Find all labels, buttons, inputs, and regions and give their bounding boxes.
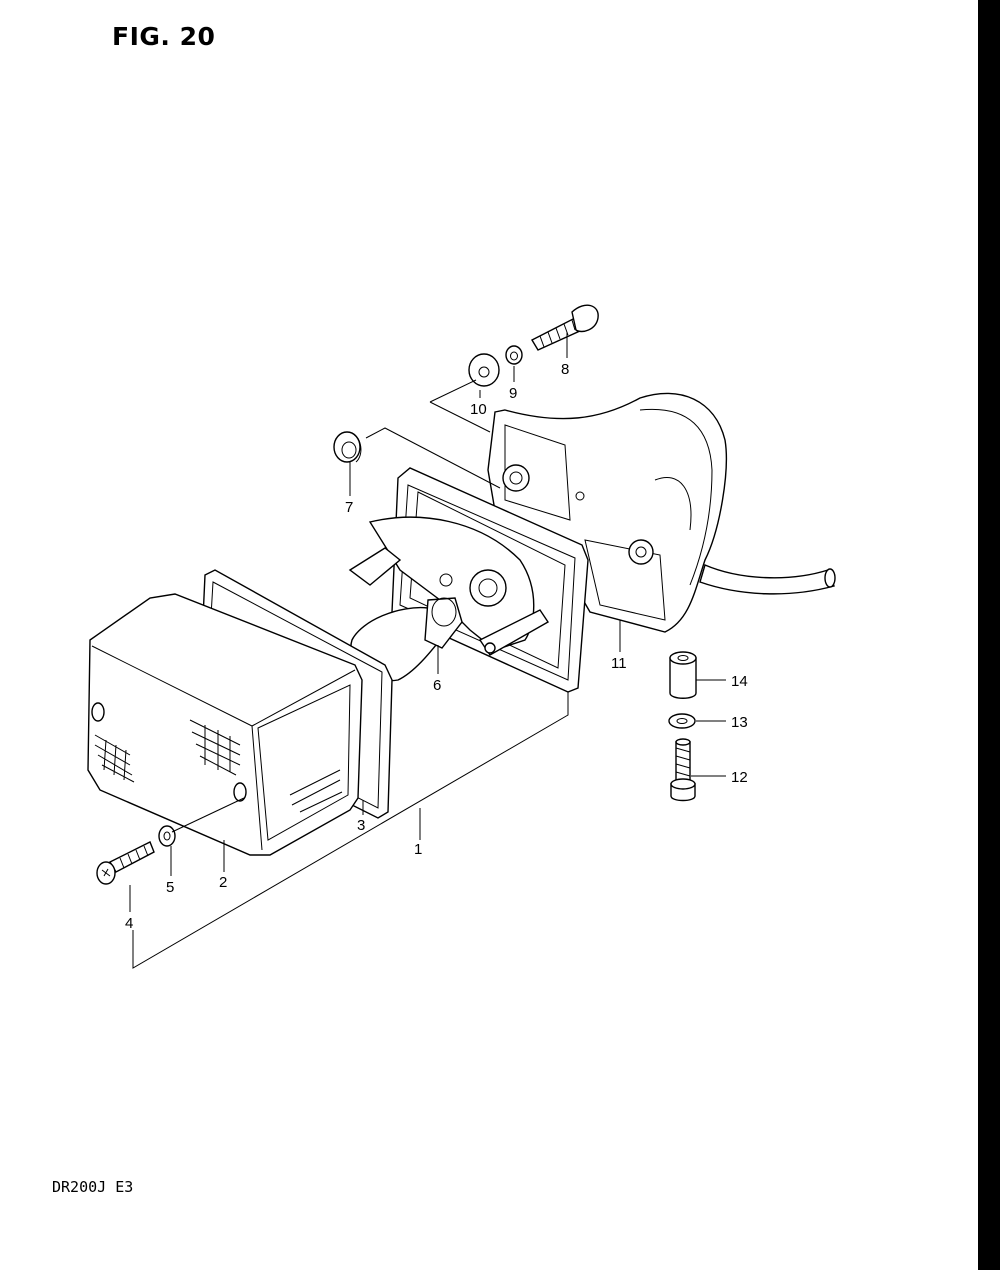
callout-8: 8	[561, 361, 569, 378]
model-code: DR200J E3	[52, 1178, 134, 1196]
leader-lines	[129, 332, 726, 969]
screw-4	[96, 841, 155, 885]
callout-3: 3	[357, 817, 365, 834]
grommet	[333, 431, 362, 463]
callouts: 1 2 3 4 5 6 7 8 9 10 11 12 13 14	[125, 361, 748, 932]
washer-10	[468, 353, 500, 387]
washer-13	[668, 713, 696, 729]
tail-lamp-lens	[87, 593, 363, 856]
callout-5: 5	[166, 879, 174, 896]
callout-10: 10	[470, 401, 487, 418]
callout-4: 4	[125, 915, 133, 932]
figure-title: FIG. 20	[112, 22, 216, 51]
screw-8	[531, 304, 599, 351]
scan-edge-bar	[978, 0, 1000, 1270]
callout-6: 6	[433, 677, 441, 694]
bolt-12	[670, 738, 696, 802]
callout-13: 13	[731, 714, 748, 731]
nut-9	[505, 345, 523, 365]
callout-1: 1	[414, 841, 422, 858]
callout-12: 12	[731, 769, 748, 786]
housing-bracket	[487, 392, 836, 633]
callout-11: 11	[611, 655, 627, 672]
callout-2: 2	[219, 874, 227, 891]
callout-14: 14	[731, 673, 748, 690]
callout-9: 9	[509, 385, 517, 402]
washer-5	[158, 825, 176, 847]
spacer-14	[669, 651, 697, 699]
callout-7: 7	[345, 499, 353, 516]
